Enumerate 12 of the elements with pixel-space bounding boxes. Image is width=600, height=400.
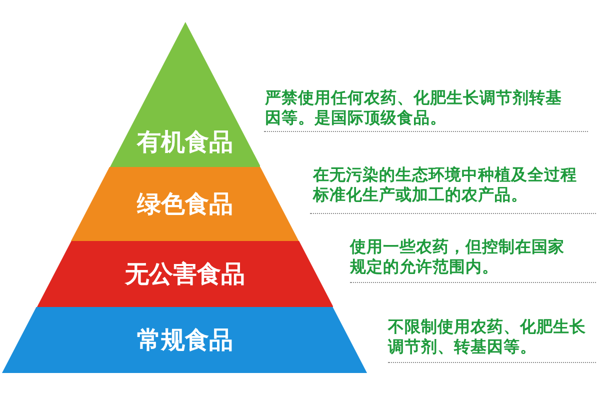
pyramid-tier <box>36 241 334 307</box>
pyramid-tier <box>2 307 368 373</box>
tier-label: 常规食品 <box>136 326 233 354</box>
tier-label: 无公害食品 <box>124 260 245 288</box>
pyramid-top-triangle <box>110 22 260 167</box>
description-text: 严禁使用任何农药、化肥生长调节剂转基因等。是国际顶级食品。 <box>265 88 563 128</box>
description-text: 使用一些农药，但控制在国家规定的允许范围内。 <box>350 237 566 277</box>
tier-label: 绿色食品 <box>136 190 233 218</box>
description-text: 不限制使用农药、化肥生长调节剂、转基因等。 <box>388 317 587 357</box>
pyramid-tier <box>71 167 299 241</box>
tier-label: 有机食品 <box>136 128 233 156</box>
description-text: 在无污染的生态环境中种植及全过程标准化生产或加工的农产品。 <box>313 165 578 205</box>
